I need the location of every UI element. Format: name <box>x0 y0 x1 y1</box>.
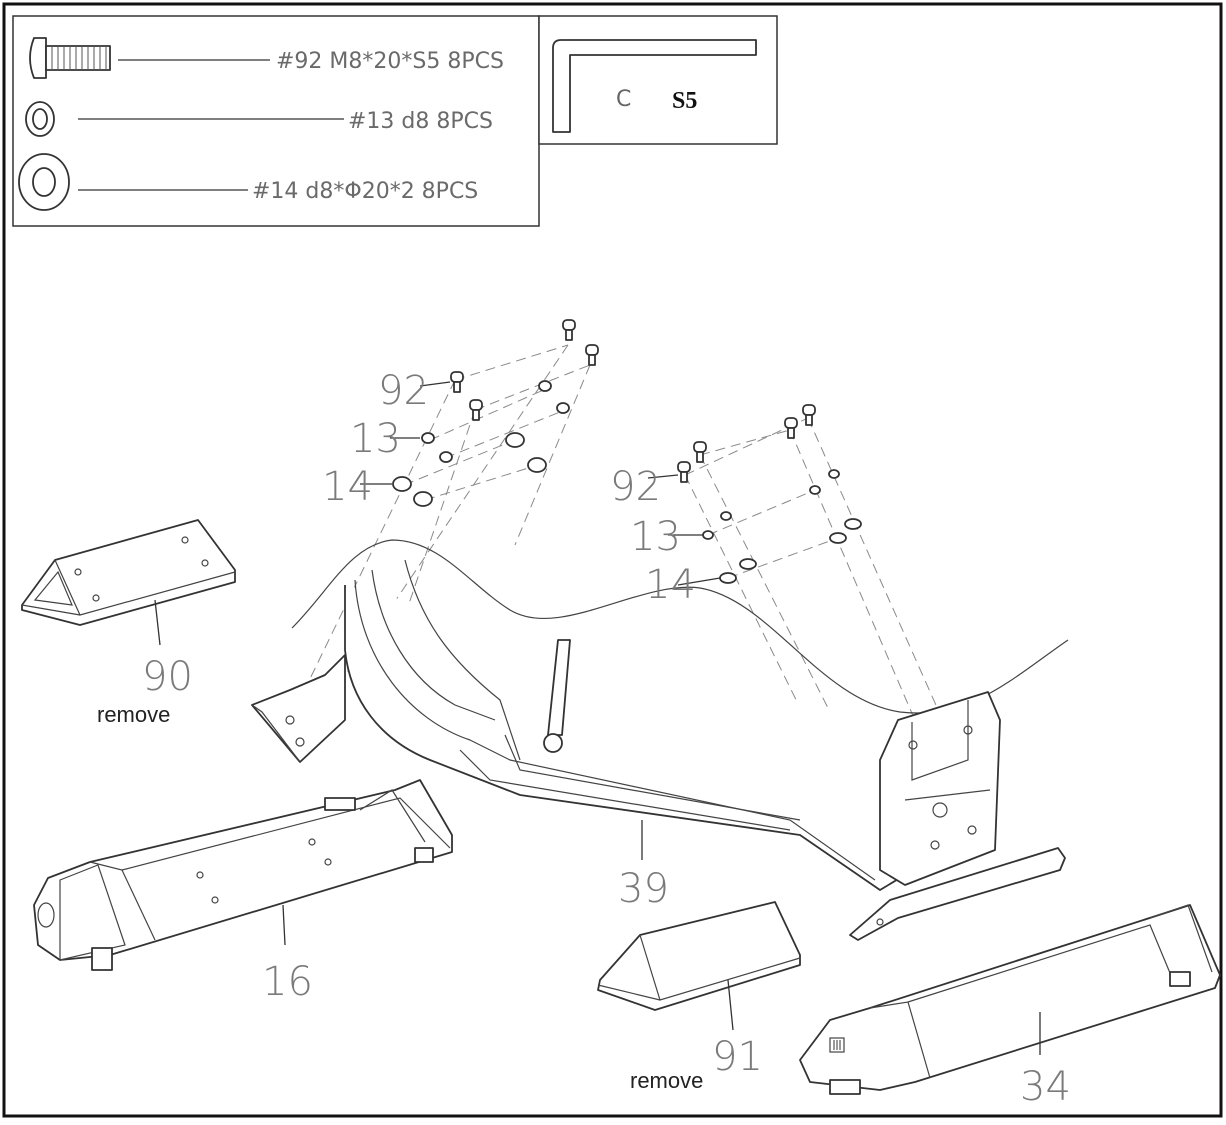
bolt-icon <box>29 37 111 79</box>
flat-washer-icon <box>392 432 547 507</box>
tool-box: C S5 <box>538 15 778 145</box>
part-16-front-stabilizer <box>33 779 453 971</box>
label-90: 90 <box>142 654 193 700</box>
part-91-end-cap <box>597 901 801 1031</box>
hardware-item-spring-washer: #13 d8 8PCS <box>348 109 493 134</box>
hardware-item-flat-washer: #14 d8*Φ20*2 8PCS <box>252 179 478 204</box>
allen-key-icon <box>552 39 757 133</box>
part-39-frame <box>251 539 1069 941</box>
bolt-icon <box>450 319 599 421</box>
right-hardware <box>647 404 862 586</box>
part-90-end-cap <box>21 519 236 646</box>
label-39: 39 <box>618 866 669 912</box>
remove-note-91: remove <box>630 1068 703 1093</box>
flat-washer-icon <box>18 153 70 211</box>
label-34: 34 <box>1020 1064 1071 1110</box>
bolt-icon <box>677 404 816 483</box>
hardware-box: #92 M8*20*S5 8PCS #13 d8 8PCS #14 d8*Φ20… <box>12 15 540 227</box>
part-34-rear-stabilizer <box>799 904 1221 1095</box>
remove-note-90: remove <box>97 702 170 727</box>
flat-washer-icon <box>719 518 862 584</box>
spring-washer-icon <box>702 469 840 540</box>
left-hardware <box>360 319 599 507</box>
label-92-right: 92 <box>610 464 661 510</box>
label-14-left: 14 <box>322 464 373 510</box>
label-13-left: 13 <box>350 416 401 462</box>
label-16: 16 <box>262 959 313 1005</box>
spring-washer-icon <box>421 380 570 463</box>
label-13-right: 13 <box>630 514 681 560</box>
spring-washer-icon <box>25 101 55 137</box>
tool-letter: C <box>616 87 631 112</box>
label-14-right: 14 <box>645 562 696 608</box>
label-92-left: 92 <box>378 368 429 414</box>
hardware-item-bolt: #92 M8*20*S5 8PCS <box>276 49 504 74</box>
tool-size: S5 <box>672 88 697 114</box>
label-91: 91 <box>712 1034 763 1080</box>
